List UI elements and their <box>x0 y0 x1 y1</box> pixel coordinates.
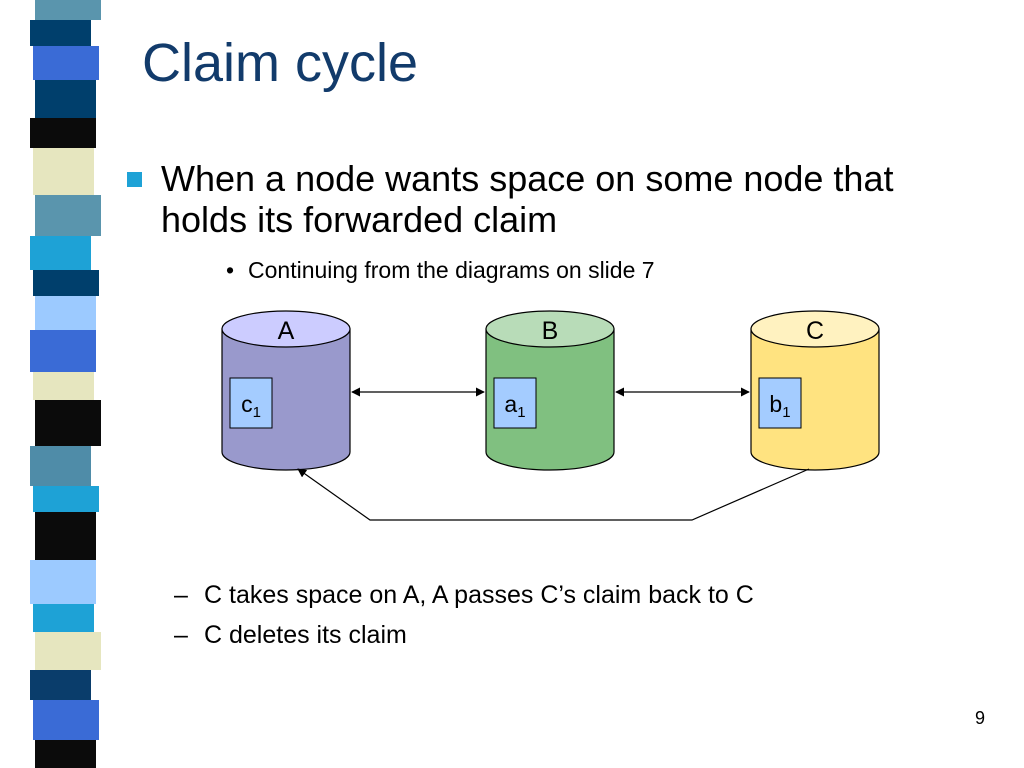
claim-label: a1 <box>504 391 525 421</box>
stripe-segment <box>35 296 96 330</box>
dash-item-text: C deletes its claim <box>204 621 407 649</box>
cylinder-top <box>221 310 351 348</box>
cylinder-body <box>485 328 615 471</box>
stripe-segment <box>30 236 91 270</box>
dash-bullet-icon: – <box>174 621 188 649</box>
stripe-segment <box>30 20 91 46</box>
main-bullet-text: When a node wants space on some node tha… <box>161 158 894 240</box>
node-b-cylinder: Ba1 <box>485 310 615 471</box>
stripe-segment <box>33 486 99 512</box>
claim-subscript: 1 <box>782 404 790 421</box>
dash-item: –C takes space on A, A passes C’s claim … <box>174 575 754 615</box>
stripe-segment <box>33 148 94 195</box>
claim-subscript: 1 <box>517 404 525 421</box>
stripe-segment <box>30 446 91 486</box>
claim-letter: c <box>241 391 253 417</box>
node-label: A <box>278 317 295 345</box>
claim-letter: b <box>769 391 782 417</box>
claim-subscript: 1 <box>253 404 261 421</box>
claim-box <box>229 377 273 429</box>
node-a-cylinder: Ac1 <box>221 310 351 471</box>
decorative-stripe-bar <box>30 0 101 768</box>
main-bullet: When a node wants space on some node tha… <box>124 158 984 240</box>
sub-bullet: • Continuing from the diagrams on slide 7 <box>226 256 655 284</box>
cylinder-top <box>485 310 615 348</box>
stripe-segment <box>35 0 101 20</box>
dash-list: –C takes space on A, A passes C’s claim … <box>174 575 754 655</box>
page-number: 9 <box>975 708 986 728</box>
stripe-segment <box>35 512 96 560</box>
claim-letter: a <box>504 391 517 417</box>
node-label: C <box>806 317 824 345</box>
cylinder-body <box>750 328 880 471</box>
stripe-segment <box>33 372 94 400</box>
stripe-segment <box>33 46 99 80</box>
stripe-segment <box>35 740 96 768</box>
stripe-segment <box>35 195 101 236</box>
stripe-segment <box>35 400 101 446</box>
node-label: B <box>542 317 559 345</box>
edge-c-a-return <box>297 468 810 521</box>
dash-item: –C deletes its claim <box>174 615 754 655</box>
stripe-segment <box>33 700 99 740</box>
dot-bullet-icon: • <box>226 257 235 283</box>
slide-title: Claim cycle <box>142 33 419 93</box>
cylinder-top <box>750 310 880 348</box>
stripe-segment <box>30 330 96 372</box>
stripe-segment <box>33 270 99 296</box>
stripe-segment <box>35 80 96 118</box>
stripe-segment <box>30 118 96 148</box>
claim-box <box>493 377 537 429</box>
stripe-segment <box>30 560 96 604</box>
cylinder-body <box>221 328 351 471</box>
dash-item-text: C takes space on A, A passes C’s claim b… <box>204 581 754 609</box>
node-c-cylinder: Cb1 <box>750 310 880 471</box>
dash-bullet-icon: – <box>174 581 188 609</box>
stripe-segment <box>30 670 91 700</box>
stripe-segment <box>35 632 101 670</box>
sub-bullet-text: Continuing from the diagrams on slide 7 <box>248 257 655 283</box>
claim-label: c1 <box>241 391 261 421</box>
square-bullet-icon <box>127 172 142 187</box>
stripe-segment <box>33 604 94 632</box>
claim-label: b1 <box>769 391 790 421</box>
claim-box <box>758 377 802 429</box>
